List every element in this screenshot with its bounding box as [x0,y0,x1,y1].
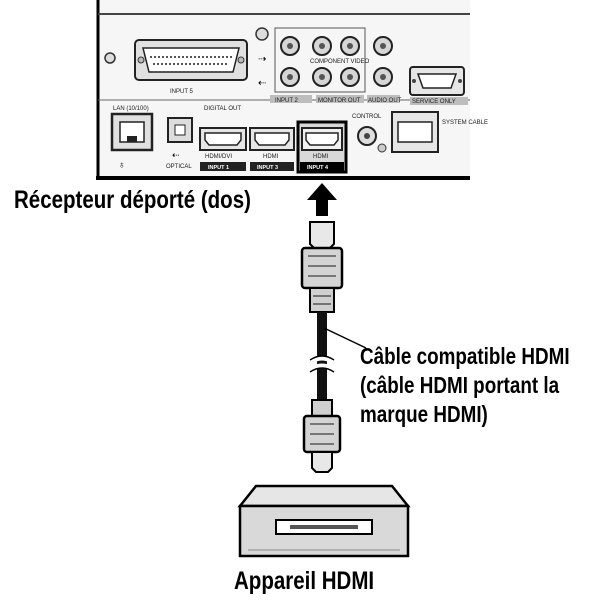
cable-caption-line3: marque HDMI) [360,401,488,427]
input5-label: INPUT 5 [170,89,194,95]
headphone-jack-icon [255,27,269,41]
receiver-back-panel: INPUT 5 ⇢ ⇠ COMPONENT VIDEO INPUT 2 M [96,0,488,180]
device-caption: Appareil HDMI [234,567,375,595]
scart-port: INPUT 5 [134,39,248,95]
cable-caption: Câble compatible HDMI (câble HDMI portan… [360,342,570,429]
monitor-out-label: MONITOR OUT [318,98,361,104]
control-label: CONTROL [352,114,382,120]
input2-label: INPUT 2 [275,98,299,104]
cable-caption-line2: (câble HDMI portant la [360,372,560,398]
input1-label: INPUT 1 [208,165,229,171]
hdmi-input-4: HDMI INPUT 4 [296,120,348,174]
optical-arrow-icon: ⇠ [172,150,180,160]
hdmi-input-3: HDMI INPUT 3 [249,127,295,171]
input3-label: INPUT 3 [257,165,278,171]
hdmi-dvi-label: HDMI/DVI [205,154,232,160]
service-port: SERVICE ONLY [409,66,468,105]
component-label: COMPONENT VIDEO [310,59,370,65]
input4-label: INPUT 4 [307,165,329,171]
system-cable-port: SYSTEM CABLE [391,111,488,153]
lan-port: LAN (10/100) ♁ [110,106,154,171]
hdmi-input-1: HDMI/DVI INPUT 1 [199,127,247,171]
system-cable-label: SYSTEM CABLE [442,120,488,126]
digital-out-label: DIGITAL OUT [204,106,241,112]
receiver-caption: Récepteur déporté (dos) [14,186,251,214]
cable-caption-line1: Câble compatible HDMI [360,343,570,369]
hdmi-label-3: HDMI [263,154,279,160]
optical-label: OPTICAL [166,164,192,170]
hdmi-device [237,484,411,558]
connect-arrow-icon [307,183,337,216]
arrow-in-icon: ⇢ [258,54,266,65]
hdmi-label-4: HDMI [313,154,329,160]
lan-label: LAN (10/100) [113,106,149,112]
network-icon: ♁ [118,160,126,171]
control-port: CONTROL [352,114,387,153]
service-label: SERVICE ONLY [412,99,456,105]
hdmi-cable [300,221,367,473]
audio-out-label: AUDIO OUT [368,98,402,104]
optical-port: ⇠ OPTICAL [166,117,193,170]
arrow-out-icon: ⇠ [258,78,266,89]
